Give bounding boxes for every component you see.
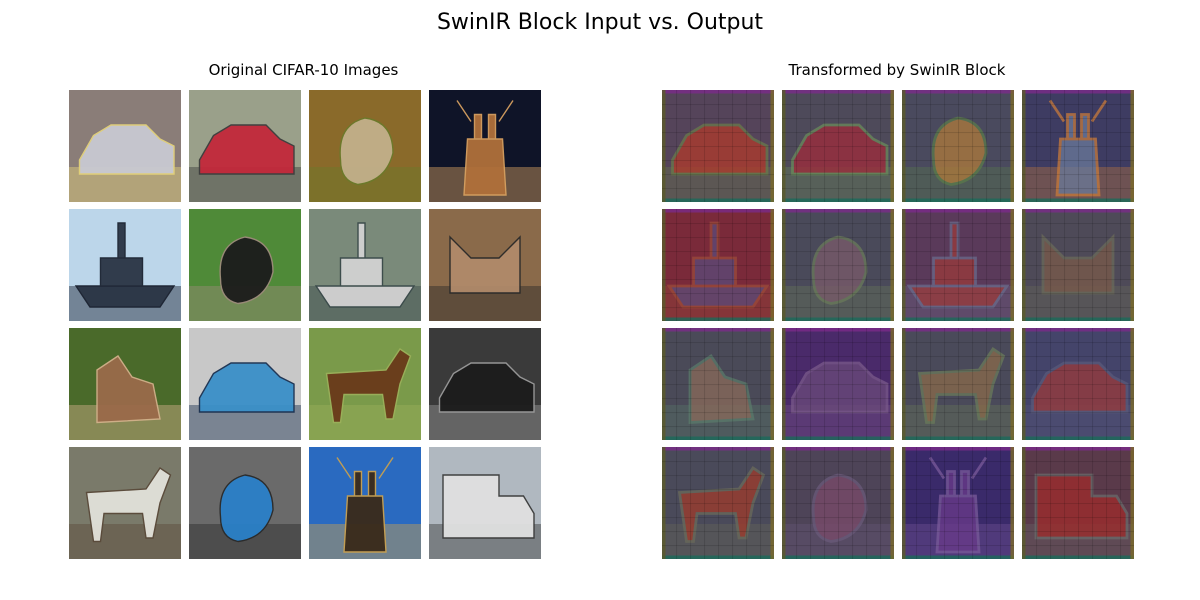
transformed-image-5 (662, 209, 774, 321)
original-image-2 (189, 90, 301, 202)
transformed-image-10 (782, 328, 894, 440)
transformed-panel-title: Transformed by SwinIR Block (788, 61, 1006, 79)
original-image-grid (69, 90, 541, 559)
transformed-image-8 (1022, 209, 1134, 321)
transformed-image-7 (902, 209, 1014, 321)
transformed-image-16 (1022, 447, 1134, 559)
original-image-10 (189, 328, 301, 440)
original-image-7 (309, 209, 421, 321)
figure-title: SwinIR Block Input vs. Output (436, 10, 764, 35)
transformed-image-11 (902, 328, 1014, 440)
transformed-image-1 (662, 90, 774, 202)
original-image-14 (189, 447, 301, 559)
transformed-image-6 (782, 209, 894, 321)
original-image-12 (429, 328, 541, 440)
original-image-8 (429, 209, 541, 321)
original-image-1 (69, 90, 181, 202)
transformed-image-grid (662, 90, 1134, 559)
original-image-3 (309, 90, 421, 202)
transformed-image-2 (782, 90, 894, 202)
original-image-6 (189, 209, 301, 321)
original-image-16 (429, 447, 541, 559)
original-image-15 (309, 447, 421, 559)
original-image-4 (429, 90, 541, 202)
transformed-image-3 (902, 90, 1014, 202)
original-image-9 (69, 328, 181, 440)
transformed-image-13 (662, 447, 774, 559)
original-panel-title: Original CIFAR-10 Images (208, 61, 399, 79)
original-image-11 (309, 328, 421, 440)
original-image-13 (69, 447, 181, 559)
original-image-5 (69, 209, 181, 321)
transformed-image-4 (1022, 90, 1134, 202)
transformed-image-9 (662, 328, 774, 440)
transformed-image-15 (902, 447, 1014, 559)
transformed-image-14 (782, 447, 894, 559)
transformed-image-12 (1022, 328, 1134, 440)
